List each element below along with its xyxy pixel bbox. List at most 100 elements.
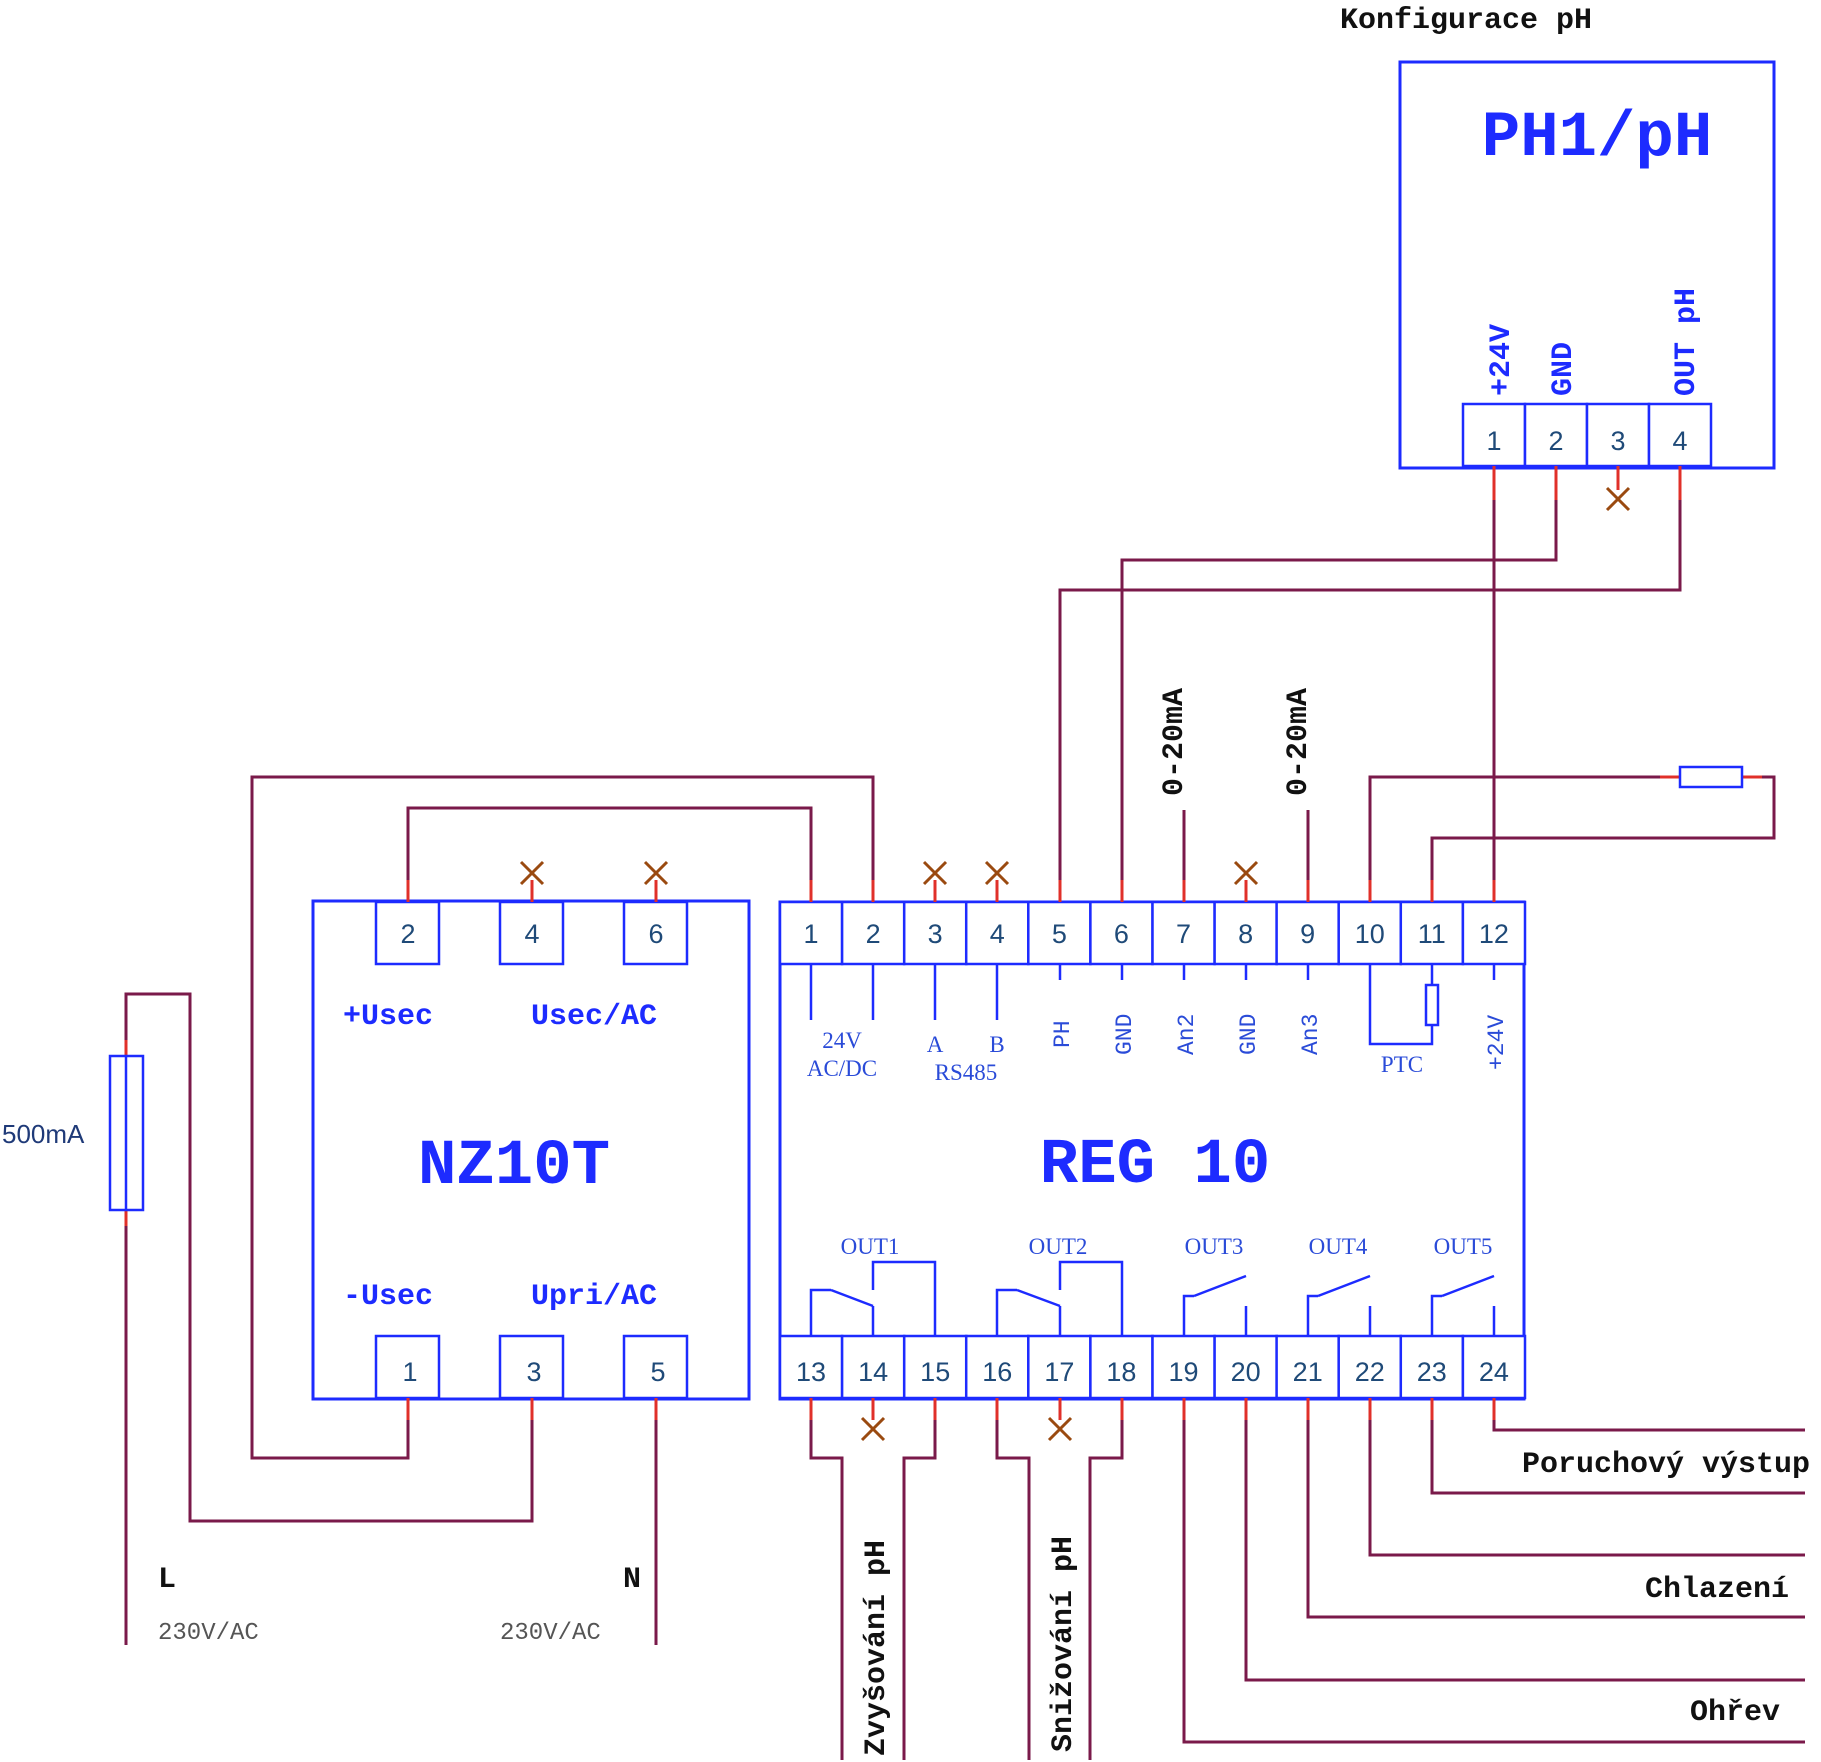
reg10-label-24v-out: +24V bbox=[1484, 1015, 1510, 1070]
mains-l-voltage: 230V/AC bbox=[158, 1620, 259, 1647]
reg10-terminal-number: 7 bbox=[1176, 919, 1191, 949]
nz10t-terminal-2[interactable] bbox=[374, 900, 441, 966]
reg10-terminal-number: 15 bbox=[920, 1357, 950, 1387]
reg10-terminal-number: 24 bbox=[1479, 1357, 1509, 1387]
wiring bbox=[124, 500, 1805, 1760]
nz10t-label-usec-minus: -Usec bbox=[343, 1280, 433, 1314]
reg10-out1-label: OUT1 bbox=[841, 1234, 900, 1259]
reg10-title: REG 10 bbox=[1040, 1130, 1270, 1202]
output-zvysovani-ph: Zvyšování pH bbox=[860, 1540, 894, 1756]
ptc-external-resistor bbox=[1678, 765, 1744, 789]
nc-marker-icon bbox=[519, 860, 545, 886]
reg10-label-ptc: PTC bbox=[1381, 1052, 1423, 1077]
reg10-out3-label: OUT3 bbox=[1185, 1234, 1244, 1259]
nz10t-label-upri-ac: Upri/AC bbox=[531, 1280, 657, 1314]
nz10t-terminal-number: 1 bbox=[402, 1357, 417, 1387]
nz10t-top-terminals: 2 4 6 bbox=[374, 900, 689, 966]
reg10-terminal-number: 23 bbox=[1417, 1357, 1447, 1387]
nc-marker-icon bbox=[1047, 1416, 1073, 1442]
nc-marker-icon bbox=[643, 860, 669, 886]
nc-marker-icon bbox=[1233, 860, 1259, 886]
an2-signal-label: 0-20mA bbox=[1158, 688, 1192, 796]
reg10-terminal-number: 17 bbox=[1044, 1357, 1074, 1387]
ph1-label-gnd: GND bbox=[1547, 342, 1581, 396]
reg10-terminal-14[interactable] bbox=[840, 1334, 906, 1400]
reg10-terminal-17[interactable] bbox=[1027, 1334, 1092, 1400]
nz10t-bottom-terminals: 1 3 5 bbox=[374, 1334, 689, 1400]
mains-n-label: N bbox=[623, 1563, 641, 1597]
reg10-terminal-number: 1 bbox=[803, 919, 818, 949]
reg10-label-an3: An3 bbox=[1298, 1014, 1324, 1055]
reg10-terminal-number: 12 bbox=[1479, 919, 1509, 949]
ph1-title: PH1/pH bbox=[1482, 103, 1712, 175]
reg10-terminal-number: 4 bbox=[990, 919, 1005, 949]
ph1-terminal-4[interactable] bbox=[1647, 402, 1713, 468]
reg10-terminal-18[interactable] bbox=[1089, 1334, 1154, 1400]
reg10-terminal-1[interactable] bbox=[778, 900, 844, 966]
reg10-terminal-number: 13 bbox=[796, 1357, 826, 1387]
nz10t-label-usec-ac: Usec/AC bbox=[531, 1000, 657, 1034]
reg10-terminal-number: 22 bbox=[1355, 1357, 1385, 1387]
reg10-terminal-number: 8 bbox=[1238, 919, 1253, 949]
nz10t-terminal-1[interactable] bbox=[374, 1334, 441, 1400]
ph1-module bbox=[1398, 60, 1776, 470]
reg10-terminal-number: 19 bbox=[1168, 1357, 1198, 1387]
reg10-terminal-number: 11 bbox=[1418, 919, 1446, 949]
ph1-label-24v: +24V bbox=[1485, 324, 1519, 396]
nc-marker-icon bbox=[1605, 486, 1631, 512]
mains-l-label: L bbox=[158, 1563, 176, 1597]
ph1-label-out-ph: OUT pH bbox=[1670, 288, 1704, 396]
reg10-terminal-number: 3 bbox=[928, 919, 943, 949]
ph1-terminal-strip: 1 2 3 4 bbox=[1461, 402, 1713, 468]
an3-signal-label: 0-20mA bbox=[1282, 688, 1316, 796]
nz10t-terminal-4[interactable] bbox=[498, 900, 565, 966]
output-chlazeni: Chlazení bbox=[1645, 1573, 1789, 1607]
reg10-label-gnd: GND bbox=[1112, 1014, 1138, 1055]
nz10t-terminal-number: 6 bbox=[648, 919, 663, 949]
nz10t-terminal-number: 5 bbox=[650, 1357, 665, 1387]
reg10-label-ac-dc: AC/DC bbox=[807, 1056, 877, 1081]
ph1-terminal-number: 3 bbox=[1610, 426, 1625, 456]
reg10-terminal-9[interactable] bbox=[1275, 900, 1340, 966]
nz10t-terminal-number: 2 bbox=[400, 919, 415, 949]
ph1-terminal-number: 4 bbox=[1672, 426, 1687, 456]
reg10-terminal-number: 6 bbox=[1114, 919, 1129, 949]
nz10t-title: NZ10T bbox=[418, 1131, 610, 1203]
reg10-terminal-number: 5 bbox=[1052, 919, 1067, 949]
reg10-label-ph: PH bbox=[1050, 1020, 1076, 1048]
reg10-label-a: A bbox=[927, 1032, 944, 1057]
nz10t-terminal-6[interactable] bbox=[622, 900, 689, 966]
reg10-out4-label: OUT4 bbox=[1309, 1234, 1368, 1259]
reg10-out5-label: OUT5 bbox=[1434, 1234, 1493, 1259]
relay-contacts bbox=[809, 1260, 1496, 1336]
reg10-label-24v: 24V bbox=[822, 1028, 862, 1053]
reg10-label-gnd2: GND bbox=[1236, 1014, 1262, 1055]
terminal-stubs bbox=[124, 466, 1762, 1420]
reg10-terminal-24[interactable] bbox=[1461, 1334, 1527, 1400]
nz10t-terminal-number: 4 bbox=[524, 919, 539, 949]
reg10-terminal-number: 9 bbox=[1300, 919, 1315, 949]
nz10t-label-usec-plus: +Usec bbox=[343, 1000, 433, 1034]
nz10t-terminal-number: 3 bbox=[526, 1357, 541, 1387]
output-ohrev: Ohřev bbox=[1690, 1696, 1780, 1730]
nz10t-terminal-3[interactable] bbox=[498, 1334, 565, 1400]
output-snizovani-ph: Snižování pH bbox=[1047, 1536, 1081, 1752]
ph1-config-title: Konfigurace pH bbox=[1340, 4, 1592, 38]
not-connected-markers bbox=[519, 486, 1631, 1442]
reg10-terminal-number: 2 bbox=[866, 919, 881, 949]
reg10-label-b: B bbox=[989, 1032, 1004, 1057]
reg10-terminal-8[interactable] bbox=[1213, 900, 1278, 966]
ph1-terminal-number: 2 bbox=[1548, 426, 1563, 456]
reg10-terminal-number: 10 bbox=[1355, 919, 1385, 949]
reg10-out2-label: OUT2 bbox=[1029, 1234, 1088, 1259]
nc-marker-icon bbox=[984, 860, 1010, 886]
reg10-terminal-number: 21 bbox=[1293, 1357, 1323, 1387]
reg10-terminal-12[interactable] bbox=[1461, 900, 1527, 966]
reg10-label-rs485: RS485 bbox=[935, 1060, 998, 1085]
ph1-terminal-number: 1 bbox=[1486, 426, 1501, 456]
reg10-terminal-number: 14 bbox=[858, 1357, 888, 1387]
reg10-terminal-number: 16 bbox=[982, 1357, 1012, 1387]
reg10-terminal-number: 20 bbox=[1231, 1357, 1261, 1387]
